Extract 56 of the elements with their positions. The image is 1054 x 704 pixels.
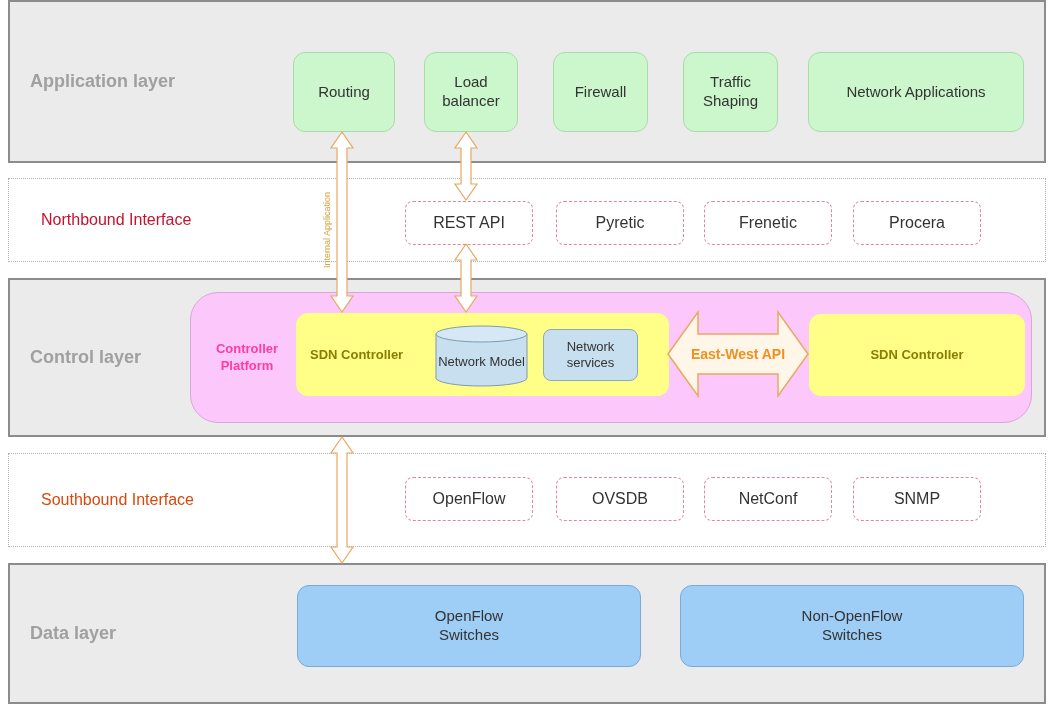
layer-band [8,278,1046,437]
layer-label: Northbound Interface [41,210,192,230]
platform-label: Controller Platform [214,341,280,374]
controller-box [809,314,1025,396]
layer-label: Control layer [30,346,142,369]
block-arrow [667,309,809,399]
layer-label: Southbound Interface [41,490,194,510]
interface-box [405,477,533,521]
box-label: Frenetic [739,213,797,233]
controller-label: SDN Controller [310,345,405,364]
platform-panel [190,292,1032,423]
interface-box [704,201,832,245]
interface-box [853,201,981,245]
box-label: Network services [565,338,616,372]
box-label: OVSDB [592,489,648,509]
controller-box [296,313,669,396]
box-label: Network Model [438,353,525,371]
interface-box [405,201,533,245]
double-arrow [329,435,355,565]
box-label: Network Applications [845,82,987,102]
layer-band [8,563,1046,704]
box-label: Procera [889,213,945,233]
interface-box [556,201,684,245]
double-arrow [453,242,479,314]
application-box [683,52,778,132]
layer-band [8,0,1046,163]
interface-box [556,477,684,521]
box-label: SNMP [893,489,941,509]
switch-box [297,585,641,667]
service-box [543,329,638,381]
box-label: Non-OpenFlow Switches [800,607,904,645]
box-label: Traffic Shaping [701,73,760,111]
interface-band [8,453,1046,547]
box-label: Firewall [573,82,628,102]
double-arrow [453,130,479,202]
layer-label: Data layer [30,622,117,645]
box-label: Load balancer [441,73,501,111]
application-box [424,52,518,132]
box-label: SDN Controller [870,346,964,365]
box-label: OpenFlow [432,489,506,509]
database-cylinder [435,325,528,387]
application-box [293,52,395,132]
interface-box [704,477,832,521]
box-label: OpenFlow Switches [433,607,505,645]
interface-box [853,477,981,521]
edge-label: Internal Application [321,191,334,269]
box-label: REST API [433,213,505,233]
application-box [553,52,648,132]
double-arrow [329,130,355,314]
application-box [808,52,1024,132]
switch-box [680,585,1024,667]
box-label: Routing [317,82,371,102]
box-label: Pyretic [595,213,645,233]
box-label: NetConf [738,489,798,509]
layer-label: Application layer [30,70,176,93]
edge-label: East-West API [690,344,786,364]
